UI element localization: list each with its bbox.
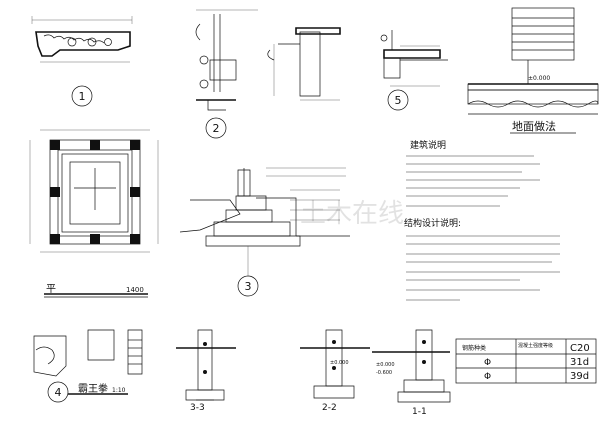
- section-1-1-drawing: [372, 329, 451, 403]
- table-row-1-value: 31d: [570, 357, 589, 368]
- section-label-2-2: 2-2: [322, 403, 337, 413]
- section-label-3-3: 3-3: [190, 403, 205, 413]
- building-notes-title: 建筑说明: [410, 139, 446, 151]
- detail-1-number: 1: [79, 90, 86, 103]
- watermark: 土木在线: [300, 199, 404, 229]
- bracket-scale: 1:10: [112, 387, 126, 394]
- structural-notes-title: 结构设计说明:: [404, 217, 461, 229]
- table-row-2-value: 39d: [570, 371, 589, 382]
- plan-view-drawing: [29, 129, 159, 253]
- section-2-2-drawing: [300, 329, 370, 399]
- table-row-1-symbol: Φ: [484, 358, 491, 368]
- detail-5-drawing: [380, 30, 448, 111]
- plan-dimension: 1400: [126, 286, 144, 294]
- section-1-1-elev-1: -0.600: [376, 370, 392, 376]
- bracket-title: 霸王拳: [78, 382, 108, 395]
- section-1-1-elev-0: ±0.000: [376, 362, 395, 368]
- section-label-1-1: 1-1: [412, 407, 427, 417]
- detail-4-drawing: [33, 329, 143, 403]
- table-row-2-symbol: Φ: [484, 372, 491, 382]
- floor-practice-title: 地面做法: [512, 119, 556, 133]
- detail-2-drawing: [195, 9, 258, 139]
- table-header-rebar: 钢筋种类: [462, 344, 486, 352]
- floor-layers-drawing: [467, 7, 599, 115]
- section-3-3-drawing: [176, 329, 236, 401]
- detail-3-drawing: [179, 167, 350, 297]
- detail-4-number: 4: [55, 386, 62, 399]
- detail-1-drawing: [31, 16, 133, 107]
- coping-detail-drawing: [267, 27, 341, 101]
- detail-2-number: 2: [213, 122, 220, 135]
- floor-elevation: ±0.000: [528, 75, 550, 82]
- detail-1-bubble: [71, 85, 93, 107]
- detail-5-number: 5: [395, 94, 402, 107]
- section-2-2-elev-0: ±0.000: [330, 360, 349, 366]
- building-notes-lines: [406, 155, 540, 207]
- detail-5-bubble: [387, 89, 409, 111]
- detail-2-bubble: [205, 117, 227, 139]
- detail-3-number: 3: [245, 280, 252, 293]
- structural-notes-lines: [406, 235, 560, 301]
- table-header-grade: C20: [570, 343, 590, 354]
- detail-4-bubble: [47, 381, 69, 403]
- plan-title: 平: [46, 284, 56, 295]
- material-table-grid: [455, 338, 597, 384]
- table-header-concrete: 混凝土强度等级: [518, 342, 553, 349]
